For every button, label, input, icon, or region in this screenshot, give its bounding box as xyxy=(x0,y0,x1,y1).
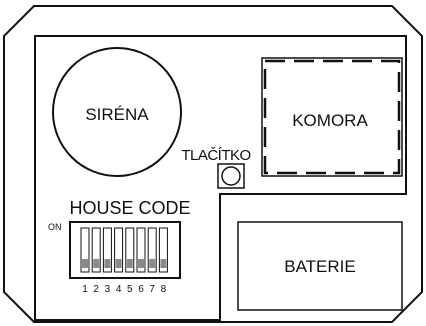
battery-box xyxy=(237,221,403,311)
dip-switch-number-6: 6 xyxy=(138,284,144,295)
dip-switch-number-3: 3 xyxy=(105,284,111,295)
dip-switch-slot-8[interactable] xyxy=(158,227,168,273)
dip-switch-number-4: 4 xyxy=(116,284,122,295)
dip-switch-slot-6[interactable] xyxy=(136,227,146,273)
dip-switch-slot-4[interactable] xyxy=(114,227,124,273)
button-label: TLAČÍTKO xyxy=(181,147,250,164)
push-button[interactable] xyxy=(221,166,241,186)
dip-switch-knob-3[interactable] xyxy=(104,259,111,268)
dip-switch-slot-1[interactable] xyxy=(80,227,90,273)
chamber xyxy=(261,57,403,177)
dip-switch-number-5: 5 xyxy=(127,284,133,295)
chamber-outer xyxy=(261,57,403,177)
battery-label: BATERIE xyxy=(284,257,355,276)
dip-switch-slot-3[interactable] xyxy=(102,227,112,273)
dip-switch-body xyxy=(69,221,181,279)
dip-switch-knob-4[interactable] xyxy=(115,259,122,268)
dip-switch-knob-1[interactable] xyxy=(82,259,88,268)
inner-board xyxy=(34,35,407,321)
dip-switch-number-2: 2 xyxy=(93,284,99,295)
dip-switch-knob-2[interactable] xyxy=(93,259,100,268)
dip-switch-number-7: 7 xyxy=(149,284,155,295)
house-code-label: HOUSE CODE xyxy=(69,198,190,218)
on-label: ON xyxy=(48,222,62,232)
chamber-inner xyxy=(263,59,401,175)
siren-label: SIRÉNA xyxy=(85,105,149,124)
dip-switch-slot-7[interactable] xyxy=(147,227,157,273)
dip-switch-slot-5[interactable] xyxy=(125,227,135,273)
dip-switch-knob-5[interactable] xyxy=(126,259,133,268)
button-frame xyxy=(217,163,245,189)
dip-switch-knob-7[interactable] xyxy=(149,259,156,268)
chamber-label: KOMORA xyxy=(292,111,368,130)
dip-switch-slot-2[interactable] xyxy=(91,227,101,273)
dip-switch-knob-6[interactable] xyxy=(138,259,144,268)
dip-switch-knob-8[interactable] xyxy=(160,259,167,268)
outer-housing xyxy=(3,5,423,323)
dip-switch-number-1: 1 xyxy=(82,284,88,295)
dip-switch-number-8: 8 xyxy=(161,284,167,295)
siren-circle xyxy=(52,47,182,177)
